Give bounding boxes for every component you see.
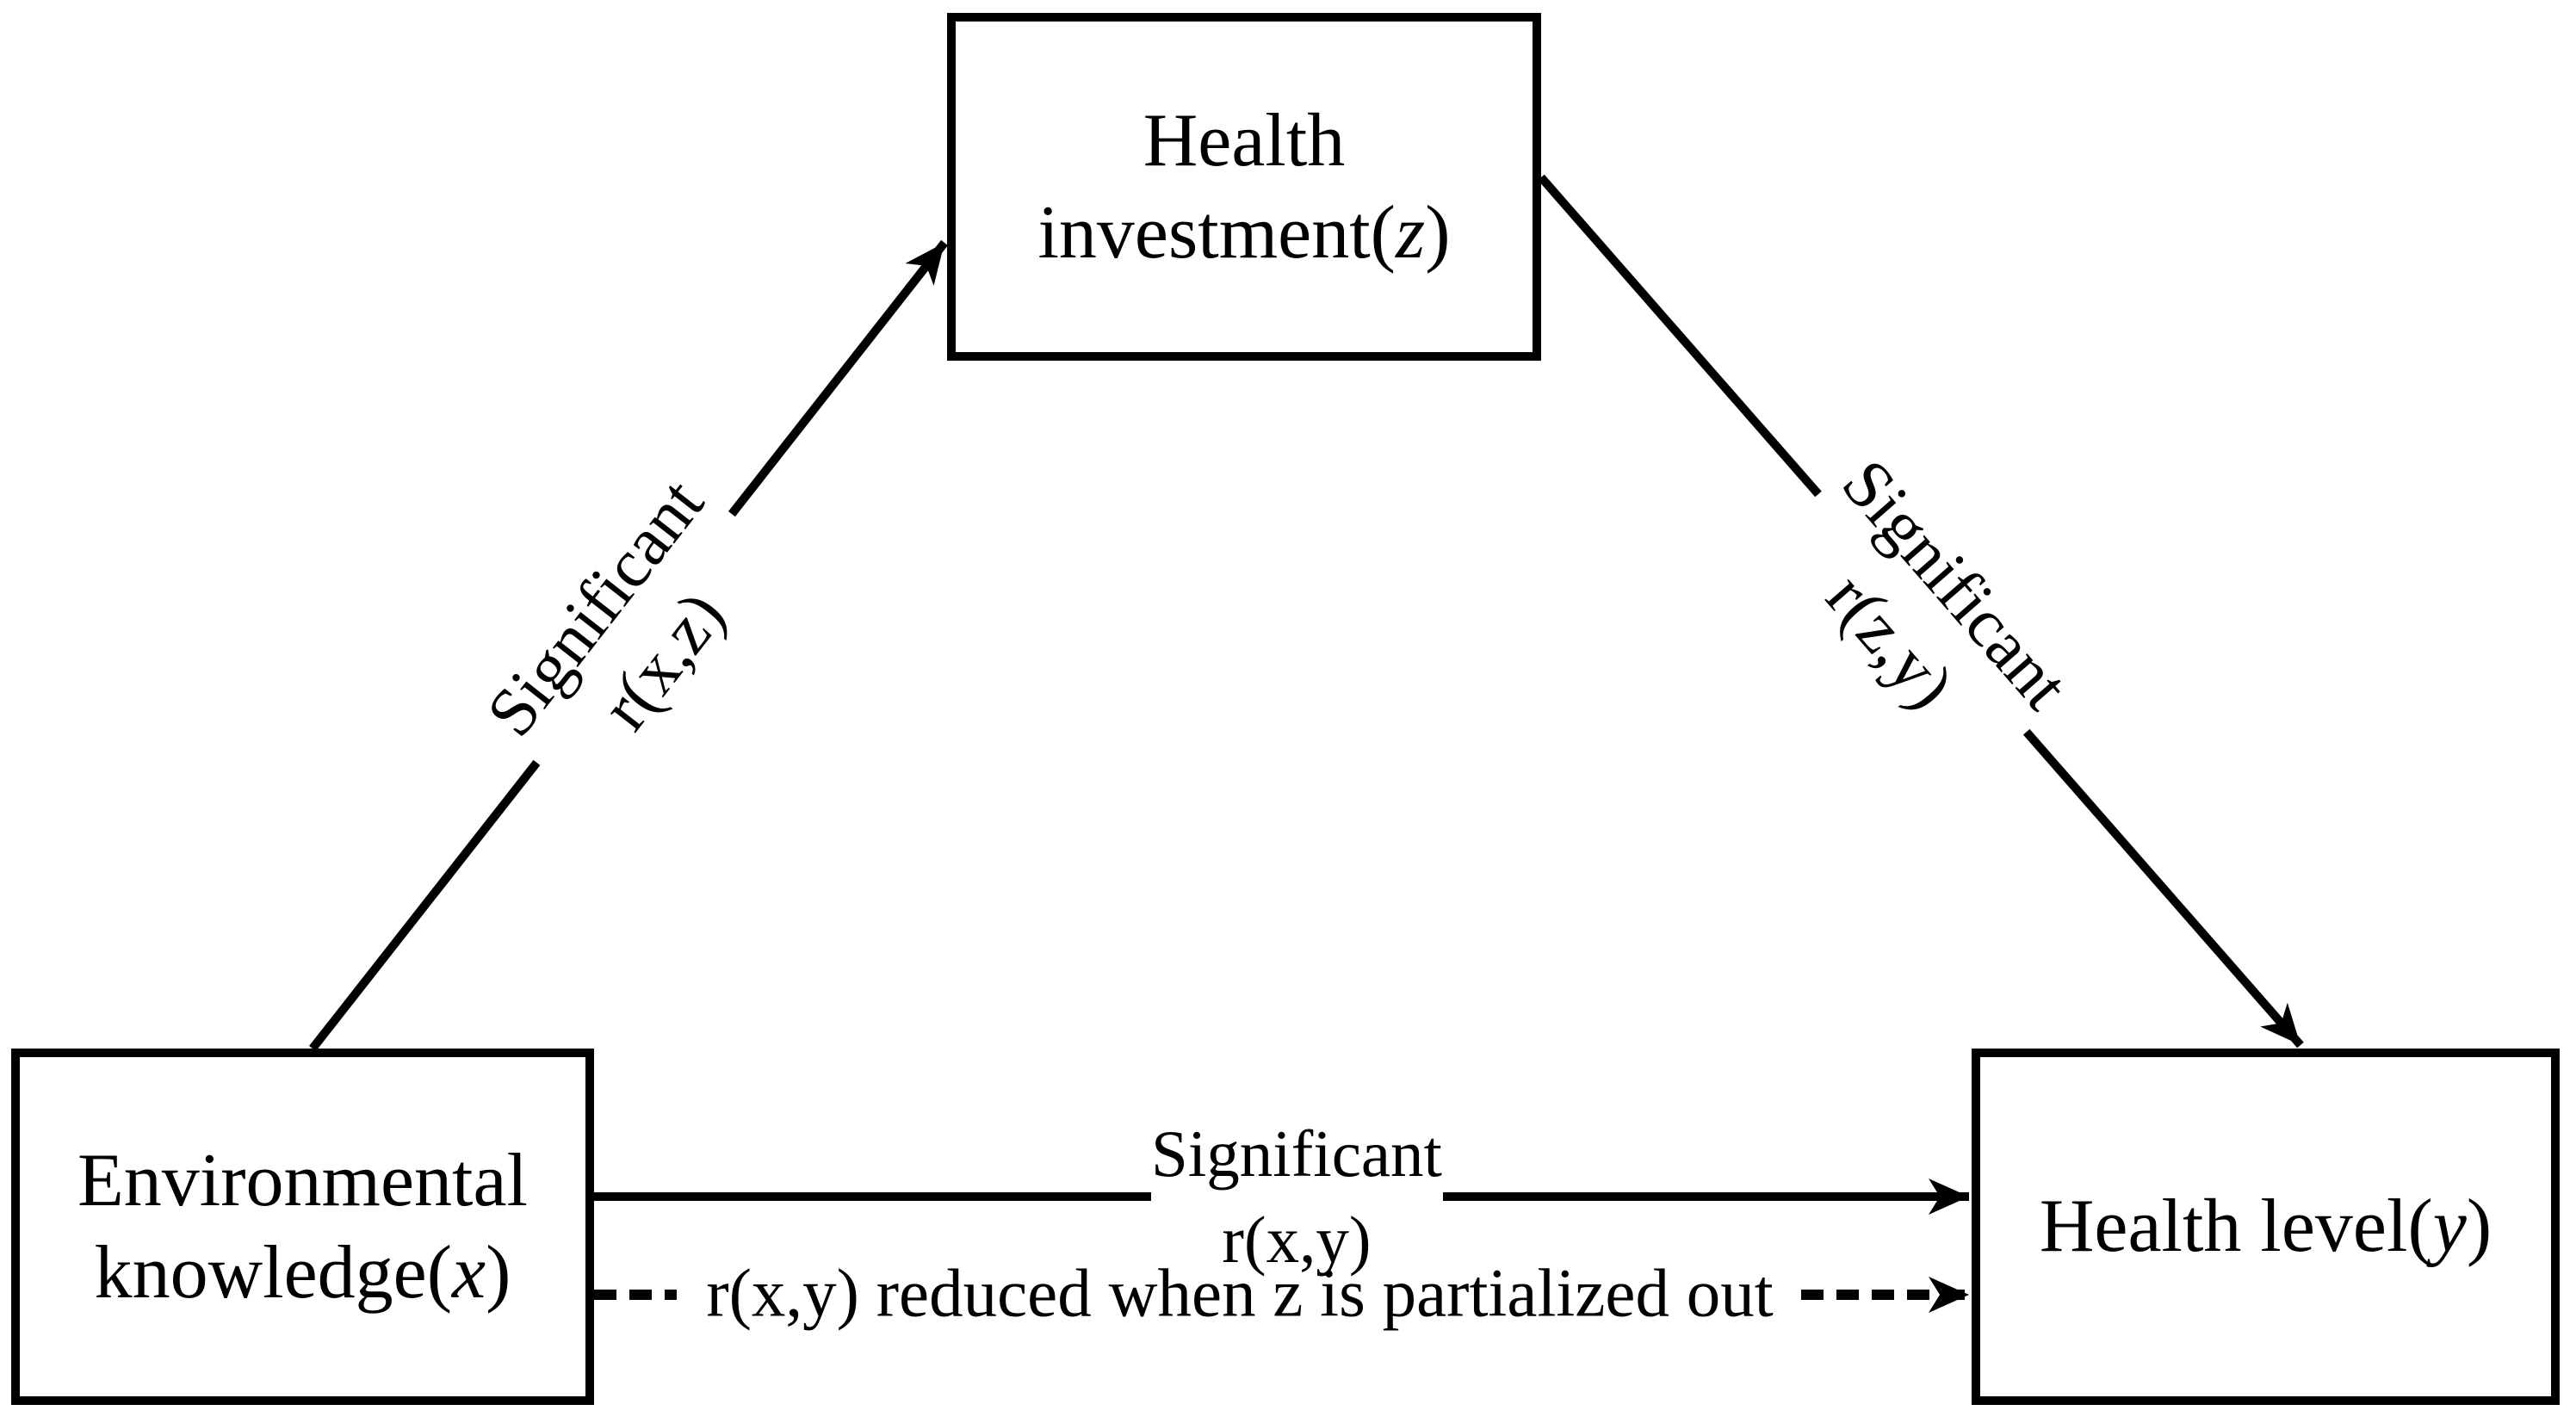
node-health-level-var: y (2432, 1185, 2467, 1269)
edge-label-x-to-y-partialled: r(x,y) reduced when z is partialized out (706, 1256, 1774, 1333)
node-health-investment-line2-post: ) (1425, 191, 1451, 275)
node-environmental-knowledge: Environmental knowledge(x) (11, 1049, 594, 1405)
node-environmental-knowledge-var: x (452, 1231, 486, 1315)
node-health-investment: Health investment(z) (947, 13, 1541, 361)
node-health-level: Health level(y) (1972, 1049, 2560, 1405)
node-environmental-knowledge-line2-post: ) (486, 1231, 511, 1315)
node-health-investment-line2-pre: investment( (1037, 191, 1396, 275)
node-health-investment-line1: Health (1142, 98, 1346, 183)
node-environmental-knowledge-line1: Environmental (77, 1138, 528, 1222)
edge-label-x-to-y: Significant r(x,y) (1151, 1111, 1442, 1283)
edge-label-x-to-y-line1: Significant (1151, 1116, 1442, 1191)
node-health-level-line1-pre: Health level( (2039, 1185, 2433, 1269)
node-environmental-knowledge-line2: knowledge(x) (95, 1227, 511, 1319)
node-environmental-knowledge-line2-pre: knowledge( (94, 1231, 453, 1315)
edge-label-x-to-y-line2: r(x,y) (1222, 1203, 1372, 1277)
edge-label-x-to-y-partialled-line1: r(x,y) reduced when z is partialized out (706, 1256, 1774, 1332)
node-health-investment-var: z (1395, 191, 1426, 275)
node-health-investment-line2: investment(z) (1037, 187, 1450, 279)
node-health-level-line1-post: ) (2466, 1185, 2492, 1269)
node-health-level-line1: Health level(y) (2040, 1180, 2492, 1272)
